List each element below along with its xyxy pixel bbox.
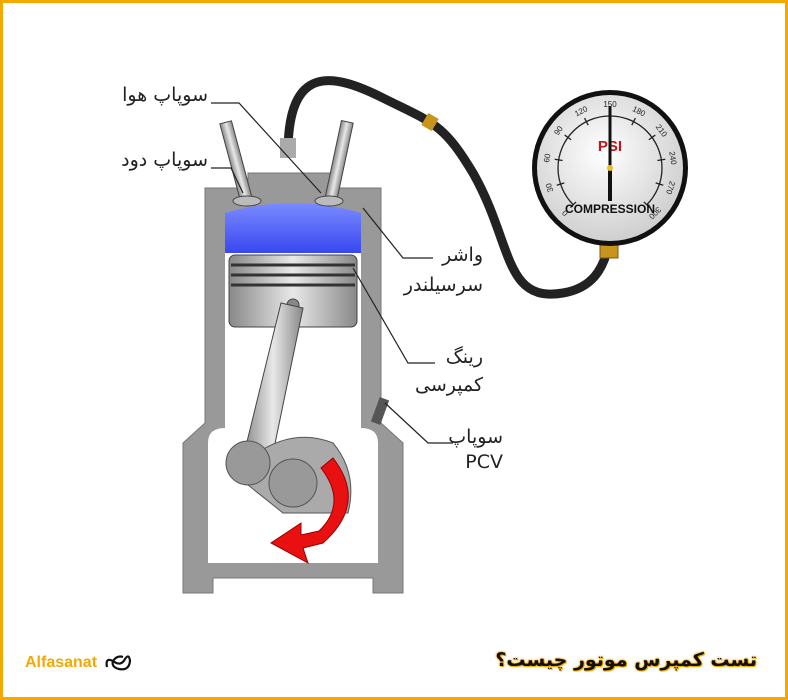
label-compression-ring-line2: کمپرسی — [415, 374, 484, 396]
engine-compression-diagram: سوپاپ هوا سوپاپ دود واشر سرسیلندر رینگ ک… — [121, 76, 688, 594]
label-exhaust-valve: سوپاپ دود — [121, 149, 208, 171]
gauge-tick — [643, 201, 651, 209]
exhaust-valve — [314, 120, 354, 207]
gauge-tick — [556, 182, 565, 186]
gauge-tick-label: 270 — [664, 180, 677, 196]
gauge-tick — [564, 134, 572, 141]
label-head-gasket-line1: واشر — [441, 244, 483, 266]
page-title: تست کمپرس موتور چیست؟ — [495, 649, 757, 671]
gauge-tick — [655, 182, 664, 186]
gauge-caption: COMPRESSION — [565, 202, 655, 216]
label-compression-ring-line1: رینگ — [446, 346, 483, 368]
gauge-tick — [583, 117, 589, 126]
label-pcv-line1: سوپاپ — [448, 426, 503, 448]
combustion-chamber — [225, 203, 361, 253]
gauge-tick — [631, 117, 637, 126]
gauge-tick-label: 150 — [603, 100, 617, 109]
intake-valve — [219, 120, 262, 207]
gauge-tick — [657, 158, 666, 162]
label-head-gasket-line2: سرسیلندر — [403, 274, 483, 296]
label-pcv-line2: PCV — [465, 451, 503, 473]
gauge-tick — [648, 134, 656, 141]
crankshaft — [268, 458, 318, 508]
gauge-tick-label: 240 — [667, 151, 678, 166]
gauge-tick-label: 60 — [542, 152, 552, 163]
rotation-arrow — [270, 457, 349, 565]
leader-lines — [211, 102, 453, 444]
gauge-tick — [569, 201, 577, 209]
gauge-tick-label: 0 — [560, 208, 570, 218]
brand-logo[interactable]: Alfasanat — [25, 651, 133, 675]
hose-coupler — [421, 112, 439, 132]
label-intake-valve: سوپاپ هوا — [122, 84, 208, 106]
gauge-tick-label: 30 — [544, 181, 555, 193]
crank-journal — [225, 440, 271, 486]
gauge-pivot — [607, 165, 613, 171]
gauge-hose — [283, 76, 613, 299]
hose-fitting — [280, 138, 296, 158]
pcv-valve — [370, 397, 390, 425]
brand-logo-icon — [105, 655, 132, 671]
gauge-tick — [554, 158, 563, 162]
brand-name: Alfasanat — [25, 654, 98, 671]
